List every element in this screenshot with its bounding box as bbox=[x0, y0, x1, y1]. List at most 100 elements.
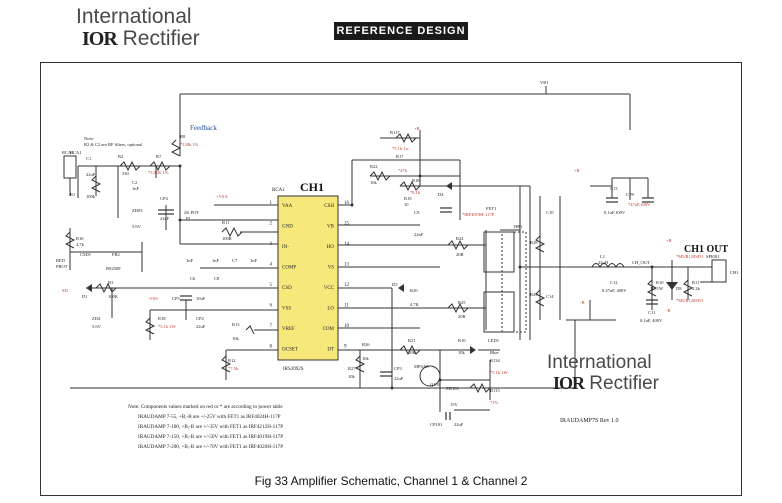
label-r134: R134 bbox=[490, 358, 501, 363]
reference-design-badge: REFERENCE DESIGN bbox=[334, 22, 468, 40]
label-r2v: 330 bbox=[122, 171, 130, 176]
label-d8: D8 bbox=[676, 286, 682, 291]
label-r21v: 10R bbox=[408, 350, 416, 355]
label-c12: C12 bbox=[610, 280, 618, 285]
label-c11v: 0.1uF, 400V bbox=[640, 318, 663, 324]
label-fet1v: *IRF4019H-117P bbox=[462, 212, 495, 217]
ic-pin-name: VB bbox=[327, 225, 335, 230]
label-c9: C9 bbox=[414, 210, 420, 215]
label-zd103: ZD103 bbox=[446, 386, 459, 391]
label-r25v: 20R bbox=[458, 314, 466, 319]
label-mur-top: *MUR120SD1 bbox=[676, 254, 703, 259]
ic-pin-number: 11 bbox=[344, 304, 349, 309]
label-c8: C8 bbox=[214, 276, 220, 281]
label-r19: R19 bbox=[404, 196, 412, 201]
label-r26v: 10k bbox=[362, 356, 370, 361]
label-fb2: FB2 bbox=[112, 252, 120, 257]
label-ch1-out: CH1 bbox=[730, 270, 739, 275]
ic-pin-name: OCSET bbox=[282, 348, 298, 353]
label-cp3v: 22uF bbox=[394, 376, 404, 381]
brand-logo-secondary: International IOR Rectifier bbox=[547, 352, 659, 394]
ic-pin-number: 10 bbox=[344, 324, 350, 329]
label-led1v: Blue bbox=[490, 350, 499, 355]
label-r16v: 4.7k bbox=[76, 242, 85, 247]
label-r11bv: 2.2k bbox=[692, 286, 701, 291]
label-cp4v: 22uF bbox=[160, 216, 170, 221]
label-hb1: HB1 bbox=[514, 224, 523, 229]
label-cp4: CP4 bbox=[160, 196, 169, 201]
label-r29: R29 bbox=[530, 292, 538, 297]
power-table-line-3: IRAUDAMP 7-150, +B,-B are +/-50V with FE… bbox=[138, 434, 283, 440]
label-r26: R26 bbox=[362, 342, 370, 347]
ic-pin-number: 13 bbox=[344, 263, 350, 268]
label-rca1-b: RCA1 bbox=[70, 150, 82, 155]
label-cp8: CP8 bbox=[626, 192, 635, 197]
label-r27v: 10k bbox=[348, 374, 356, 379]
power-table-line-4: IRAUDAMP 7-200, +B,-B are +/-70V with FE… bbox=[138, 444, 283, 450]
ic-pin-name: CSH bbox=[324, 204, 334, 209]
label-r24: R24 bbox=[456, 236, 464, 241]
ic-pin-number: 16 bbox=[344, 201, 350, 206]
label-c6: C6 bbox=[190, 276, 196, 281]
ic-pin-name: VAA bbox=[282, 204, 293, 209]
label-cp101v: 22uF bbox=[454, 422, 464, 427]
ic-pin-number: 7 bbox=[270, 324, 273, 329]
label-r18: R18 bbox=[158, 316, 166, 321]
label-plusb-top: +B bbox=[414, 126, 420, 131]
label-q101: Q101 bbox=[430, 382, 440, 387]
ic-pin-name: GND bbox=[282, 225, 293, 230]
label-zd03: ZD03 bbox=[132, 208, 143, 213]
label-r7: R7 bbox=[156, 154, 162, 159]
ic-pin-name: VSS bbox=[282, 307, 291, 312]
ic-pin-labels: VAA1GND2IN-3COMP4CSD5VSS6VREF7OCSET8CSH1… bbox=[270, 201, 350, 353]
label-r1v: 100k bbox=[86, 194, 96, 199]
label-r16b: R16 bbox=[458, 338, 466, 343]
brand2-line2: Rectifier bbox=[589, 373, 659, 394]
label-r115: R115 bbox=[490, 388, 500, 393]
schematic-note-line1: Note: bbox=[84, 136, 94, 141]
label-r11b: R11 bbox=[692, 280, 699, 285]
label-r1: R1 bbox=[70, 192, 75, 197]
figure-caption: Fig 33 Amplifier Schematic, Channel 1 & … bbox=[254, 474, 528, 488]
brand2-mark: IOR bbox=[553, 373, 585, 393]
feedback-label: Feedback bbox=[190, 124, 217, 132]
label-r13v: 10k bbox=[232, 336, 240, 341]
label-cp2: CP2 bbox=[196, 316, 204, 321]
label-d5: D5 bbox=[392, 282, 398, 287]
label-r13: R13 bbox=[232, 322, 240, 327]
label-rca1: RCA1 bbox=[62, 150, 74, 155]
label-zd4v: 5.6V bbox=[92, 324, 102, 329]
ic-pin-number: 9 bbox=[344, 345, 347, 350]
label-vss: -VSS bbox=[148, 296, 158, 301]
label-fb2v: BS250F bbox=[106, 266, 121, 271]
ic-pin-name: VREF bbox=[282, 327, 295, 332]
power-table-line-1: IRAUDAMP 7-55, +B,-B are +/-25V with FET… bbox=[138, 414, 281, 420]
label-r18b: R18 bbox=[412, 178, 420, 183]
label-cp5v: 10uF bbox=[196, 296, 206, 301]
label-plusb-right: +B bbox=[666, 238, 672, 243]
label-r10: R10 bbox=[656, 280, 664, 285]
label-c12v: 0.47uF, 400V bbox=[602, 288, 627, 294]
ic-pin-name: VCC bbox=[324, 286, 335, 291]
label-p1: 2K POT bbox=[184, 210, 199, 215]
ic-pin-number: 8 bbox=[270, 345, 273, 350]
label-c14: C14 bbox=[546, 294, 554, 299]
label-vb1: VB1 bbox=[540, 80, 549, 85]
label-mur-bottom: *MUR120SD1 bbox=[676, 298, 703, 303]
label-r8: R8 bbox=[180, 134, 186, 139]
ic-ref: RCA1 bbox=[272, 188, 285, 193]
label-c10: C10 bbox=[546, 210, 554, 215]
ic-pin-number: 12 bbox=[344, 283, 350, 288]
label-c7: C7 bbox=[232, 258, 238, 263]
label-l1: L1 bbox=[600, 254, 605, 259]
label-zd103v: 15V bbox=[450, 402, 459, 407]
label-r22: R22 bbox=[370, 164, 378, 169]
label-c7v: 1nF bbox=[250, 258, 258, 263]
label-r20: R20 bbox=[410, 288, 418, 293]
label-cp3: CP3 bbox=[394, 366, 403, 371]
label-r16bv: 10k bbox=[458, 350, 466, 355]
label-c1v: 22uF bbox=[86, 172, 96, 177]
label-c13: C13 bbox=[610, 186, 618, 191]
label-led1: LED1 bbox=[488, 338, 499, 343]
